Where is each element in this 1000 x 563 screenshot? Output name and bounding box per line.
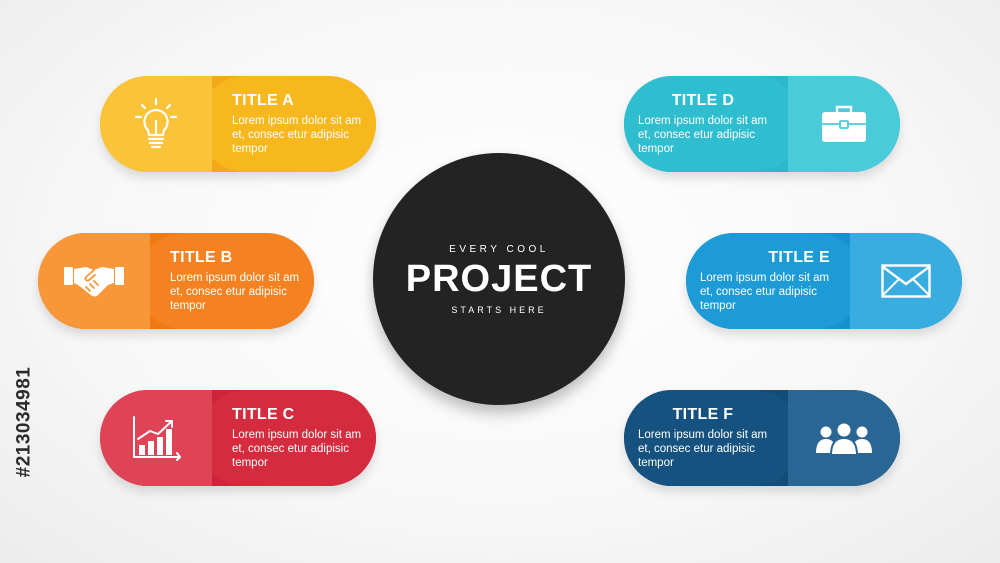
- item-c-icon-zone: [100, 390, 212, 486]
- item-c-curve: [198, 390, 376, 486]
- lightbulb-icon: [134, 97, 178, 149]
- team-icon: [816, 421, 872, 455]
- item-c-text: TITLE C Lorem ipsum dolor sit am et, con…: [232, 406, 362, 470]
- item-b-icon-zone: [38, 233, 150, 329]
- center-circle: EVERY COOL PROJECT STARTS HERE: [373, 153, 625, 405]
- item-c-title: TITLE C: [232, 406, 295, 423]
- item-d-text: TITLE D Lorem ipsum dolor sit am et, con…: [638, 92, 768, 156]
- stock-id-text: #213034981: [13, 366, 35, 478]
- center-bottom-text: STARTS HERE: [451, 304, 547, 315]
- item-a-curve: [198, 76, 376, 172]
- item-c-desc: Lorem ipsum dolor sit am et, consec etur…: [232, 429, 362, 469]
- item-f-icon-zone: [788, 390, 900, 486]
- item-a-icon-zone: [100, 76, 212, 172]
- item-f-desc: Lorem ipsum dolor sit am et, consec etur…: [638, 429, 768, 469]
- item-e-text: TITLE E Lorem ipsum dolor sit am et, con…: [700, 249, 830, 313]
- item-e-card: TITLE E Lorem ipsum dolor sit am et, con…: [686, 233, 962, 329]
- growth-chart-icon: [133, 416, 181, 461]
- item-f-title: TITLE F: [672, 406, 734, 423]
- center-main-text: PROJECT: [405, 257, 593, 300]
- briefcase-icon: [822, 105, 866, 142]
- item-f-curve: [624, 390, 802, 486]
- item-a-desc: Lorem ipsum dolor sit am et, consec etur…: [232, 115, 362, 155]
- item-d-card: TITLE D Lorem ipsum dolor sit am et, con…: [624, 76, 900, 172]
- item-b-card: TITLE B Lorem ipsum dolor sit am et, con…: [38, 233, 314, 329]
- item-e-curve: [686, 233, 864, 329]
- item-c-card: TITLE C Lorem ipsum dolor sit am et, con…: [100, 390, 376, 486]
- item-d-icon-zone: [788, 76, 900, 172]
- item-a-card: TITLE A Lorem ipsum dolor sit am et, con…: [100, 76, 376, 172]
- item-a-title: TITLE A: [232, 92, 294, 109]
- item-b-curve: [136, 233, 314, 329]
- item-d-title: TITLE D: [671, 92, 735, 109]
- item-b-title: TITLE B: [170, 249, 233, 266]
- item-b-desc: Lorem ipsum dolor sit am et, consec etur…: [170, 272, 300, 312]
- item-e-title: TITLE E: [768, 249, 830, 266]
- item-e-icon-zone: [850, 233, 962, 329]
- envelope-icon: [881, 264, 931, 298]
- item-b-text: TITLE B Lorem ipsum dolor sit am et, con…: [170, 249, 300, 313]
- item-d-desc: Lorem ipsum dolor sit am et, consec etur…: [638, 115, 768, 155]
- item-a-text: TITLE A Lorem ipsum dolor sit am et, con…: [232, 92, 362, 156]
- item-f-card: TITLE F Lorem ipsum dolor sit am et, con…: [624, 390, 900, 486]
- handshake-icon: [64, 267, 124, 297]
- stock-id: #213034981: [13, 327, 35, 517]
- item-d-curve: [624, 76, 802, 172]
- center-top-text: EVERY COOL: [449, 243, 549, 255]
- item-e-desc: Lorem ipsum dolor sit am et, consec etur…: [700, 272, 830, 312]
- item-f-text: TITLE F Lorem ipsum dolor sit am et, con…: [638, 406, 768, 470]
